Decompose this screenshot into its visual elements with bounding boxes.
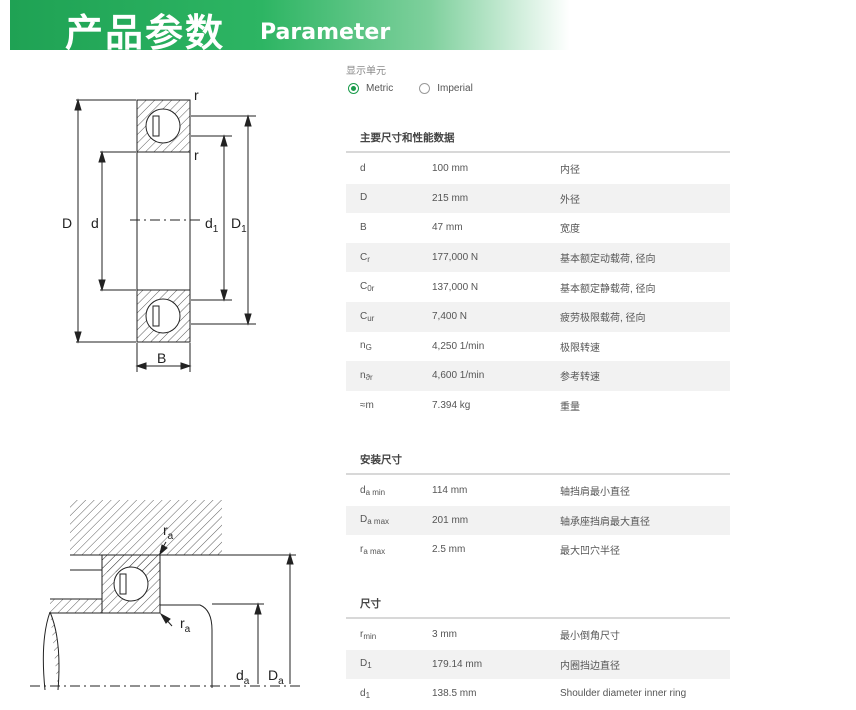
label-B: B — [157, 350, 166, 366]
mounting-section-title: 安装尺寸 — [360, 454, 402, 466]
label-d: d — [91, 215, 99, 231]
param-value: 7.394 kg — [432, 400, 471, 412]
param-symbol: ra max — [360, 543, 386, 556]
table-row: D1 179.14 mm 内圈挡边直径 — [346, 649, 730, 680]
radio-checked-icon[interactable] — [348, 83, 359, 94]
table-row: Da max 201 mm 轴承座挡肩最大直径 — [346, 505, 730, 536]
param-value: 47 mm — [432, 222, 463, 234]
banner-title-cn: 产品参数 — [65, 11, 226, 55]
unit-selector: Metric Imperial — [348, 83, 499, 94]
label-D: D — [62, 215, 72, 231]
param-symbol: D1 — [360, 658, 372, 671]
param-symbol: da min — [360, 484, 386, 497]
param-symbol: Cur — [360, 310, 375, 323]
param-symbol: Da max — [360, 514, 390, 527]
table-row: nG 4,250 1/min 极限转速 — [346, 332, 730, 362]
bearing-drawings: r r D d d1 D1 B — [30, 87, 300, 691]
param-symbol: B — [360, 221, 367, 233]
banner-title-en: Parameter — [260, 20, 391, 45]
param-description: 宽度 — [560, 224, 580, 236]
param-description: 外径 — [560, 194, 580, 206]
table-row: C0r 137,000 N 基本额定静载荷, 径向 — [346, 272, 730, 302]
table-row: Cr 177,000 N 基本额定动载荷, 径向 — [346, 242, 730, 273]
param-value: 201 mm — [432, 514, 469, 526]
radio-unchecked-icon[interactable] — [419, 83, 431, 94]
main-table: d 100 mm 内径 D 215 mm 外径 B 47 mm 宽度 Cr 177,000 N 基本额… — [346, 154, 730, 420]
param-symbol: d1 — [360, 687, 371, 700]
param-symbol: Cr — [360, 251, 370, 264]
header-banner: 产品参数 Parameter — [10, 0, 570, 55]
dimensions-section-rule — [346, 617, 730, 619]
table-row: ≈m 7.394 kg 重量 — [346, 391, 730, 421]
table-row: d1 138.5 mm Shoulder diameter inner ring — [346, 679, 730, 709]
param-value: 4,250 1/min — [432, 340, 485, 352]
main-section-title: 主要尺寸和性能数据 — [360, 132, 455, 144]
param-symbol: d — [360, 162, 366, 174]
param-value: 3 mm — [432, 629, 457, 641]
param-symbol: nϑr — [360, 369, 373, 382]
param-description: 最大凹穴半径 — [560, 546, 620, 558]
label-D1: D1 — [231, 215, 247, 235]
param-value: 100 mm — [432, 163, 469, 175]
param-description: Shoulder diameter inner ring — [560, 688, 687, 700]
param-description: 轴承座挡肩最大直径 — [560, 516, 650, 528]
param-value: 177,000 N — [432, 252, 479, 264]
label-r-bottom: r — [194, 147, 199, 163]
param-value: 138.5 mm — [432, 688, 477, 700]
param-value: 7,400 N — [432, 311, 468, 323]
table-row: d 100 mm 内径 — [346, 154, 730, 184]
table-row: ra max 2.5 mm 最大凹穴半径 — [346, 535, 730, 565]
param-description: 轴挡肩最小直径 — [560, 487, 630, 499]
param-description: 内圈挡边直径 — [560, 660, 620, 672]
unit-selector-label: 显示单元 — [346, 66, 386, 77]
radio-metric[interactable]: Metric — [348, 83, 393, 94]
param-symbol: ≈m — [360, 399, 374, 411]
param-description: 疲劳极限载荷, 径向 — [560, 313, 646, 325]
main-section-rule — [346, 151, 730, 153]
label-Da: Da — [268, 667, 284, 687]
label-ra-top: ra — [163, 522, 174, 542]
radio-metric-label: Metric — [366, 83, 394, 94]
table-row: Cur 7,400 N 疲劳极限载荷, 径向 — [346, 301, 730, 332]
param-symbol: D — [360, 192, 368, 204]
dimensions-table: rmin 3 mm 最小倒角尺寸 D1 179.14 mm 内圈挡边直径 d1 138.5 m… — [346, 620, 730, 709]
dimensions-section-title: 尺寸 — [360, 598, 381, 610]
param-value: 114 mm — [432, 485, 468, 497]
param-value: 179.14 mm — [432, 658, 483, 670]
bearing-section-drawing — [74, 98, 256, 372]
param-description: 极限转速 — [560, 342, 600, 354]
mounting-section-rule — [346, 473, 730, 475]
label-r-top: r — [194, 87, 199, 103]
param-description: 内径 — [560, 165, 580, 177]
param-description: 基本额定静载荷, 径向 — [560, 283, 656, 295]
param-symbol: C0r — [360, 281, 375, 294]
param-symbol: rmin — [360, 628, 377, 641]
radio-imperial[interactable]: Imperial — [419, 83, 473, 94]
table-row: rmin 3 mm 最小倒角尺寸 — [346, 620, 730, 650]
param-symbol: nG — [360, 340, 372, 353]
mounting-labels: ra ra da Da — [163, 522, 284, 687]
table-row: da min 114 mm 轴挡肩最小直径 — [346, 476, 730, 506]
table-row: nϑr 4,600 1/min 参考转速 — [346, 361, 730, 391]
param-value: 215 mm — [432, 192, 469, 204]
label-d1: d1 — [205, 215, 219, 235]
param-value: 2.5 mm — [432, 544, 466, 556]
param-description: 重量 — [560, 402, 580, 414]
param-value: 4,600 1/min — [432, 370, 485, 382]
param-value: 137,000 N — [432, 281, 479, 293]
table-row: B 47 mm 宽度 — [346, 213, 730, 243]
param-description: 参考转速 — [560, 372, 600, 384]
param-description: 基本额定动载荷, 径向 — [560, 254, 656, 266]
bearing-section-labels: r r D d d1 D1 B — [62, 87, 247, 366]
table-row: D 215 mm 外径 — [346, 183, 730, 214]
mounting-table: da min 114 mm 轴挡肩最小直径 Da max 201 mm 轴承座挡肩最大直径… — [346, 476, 730, 565]
radio-imperial-label: Imperial — [437, 83, 473, 94]
label-ra-bottom: ra — [180, 615, 191, 635]
param-description: 最小倒角尺寸 — [560, 631, 620, 643]
label-da: da — [236, 667, 250, 687]
mounting-drawing — [30, 500, 300, 691]
